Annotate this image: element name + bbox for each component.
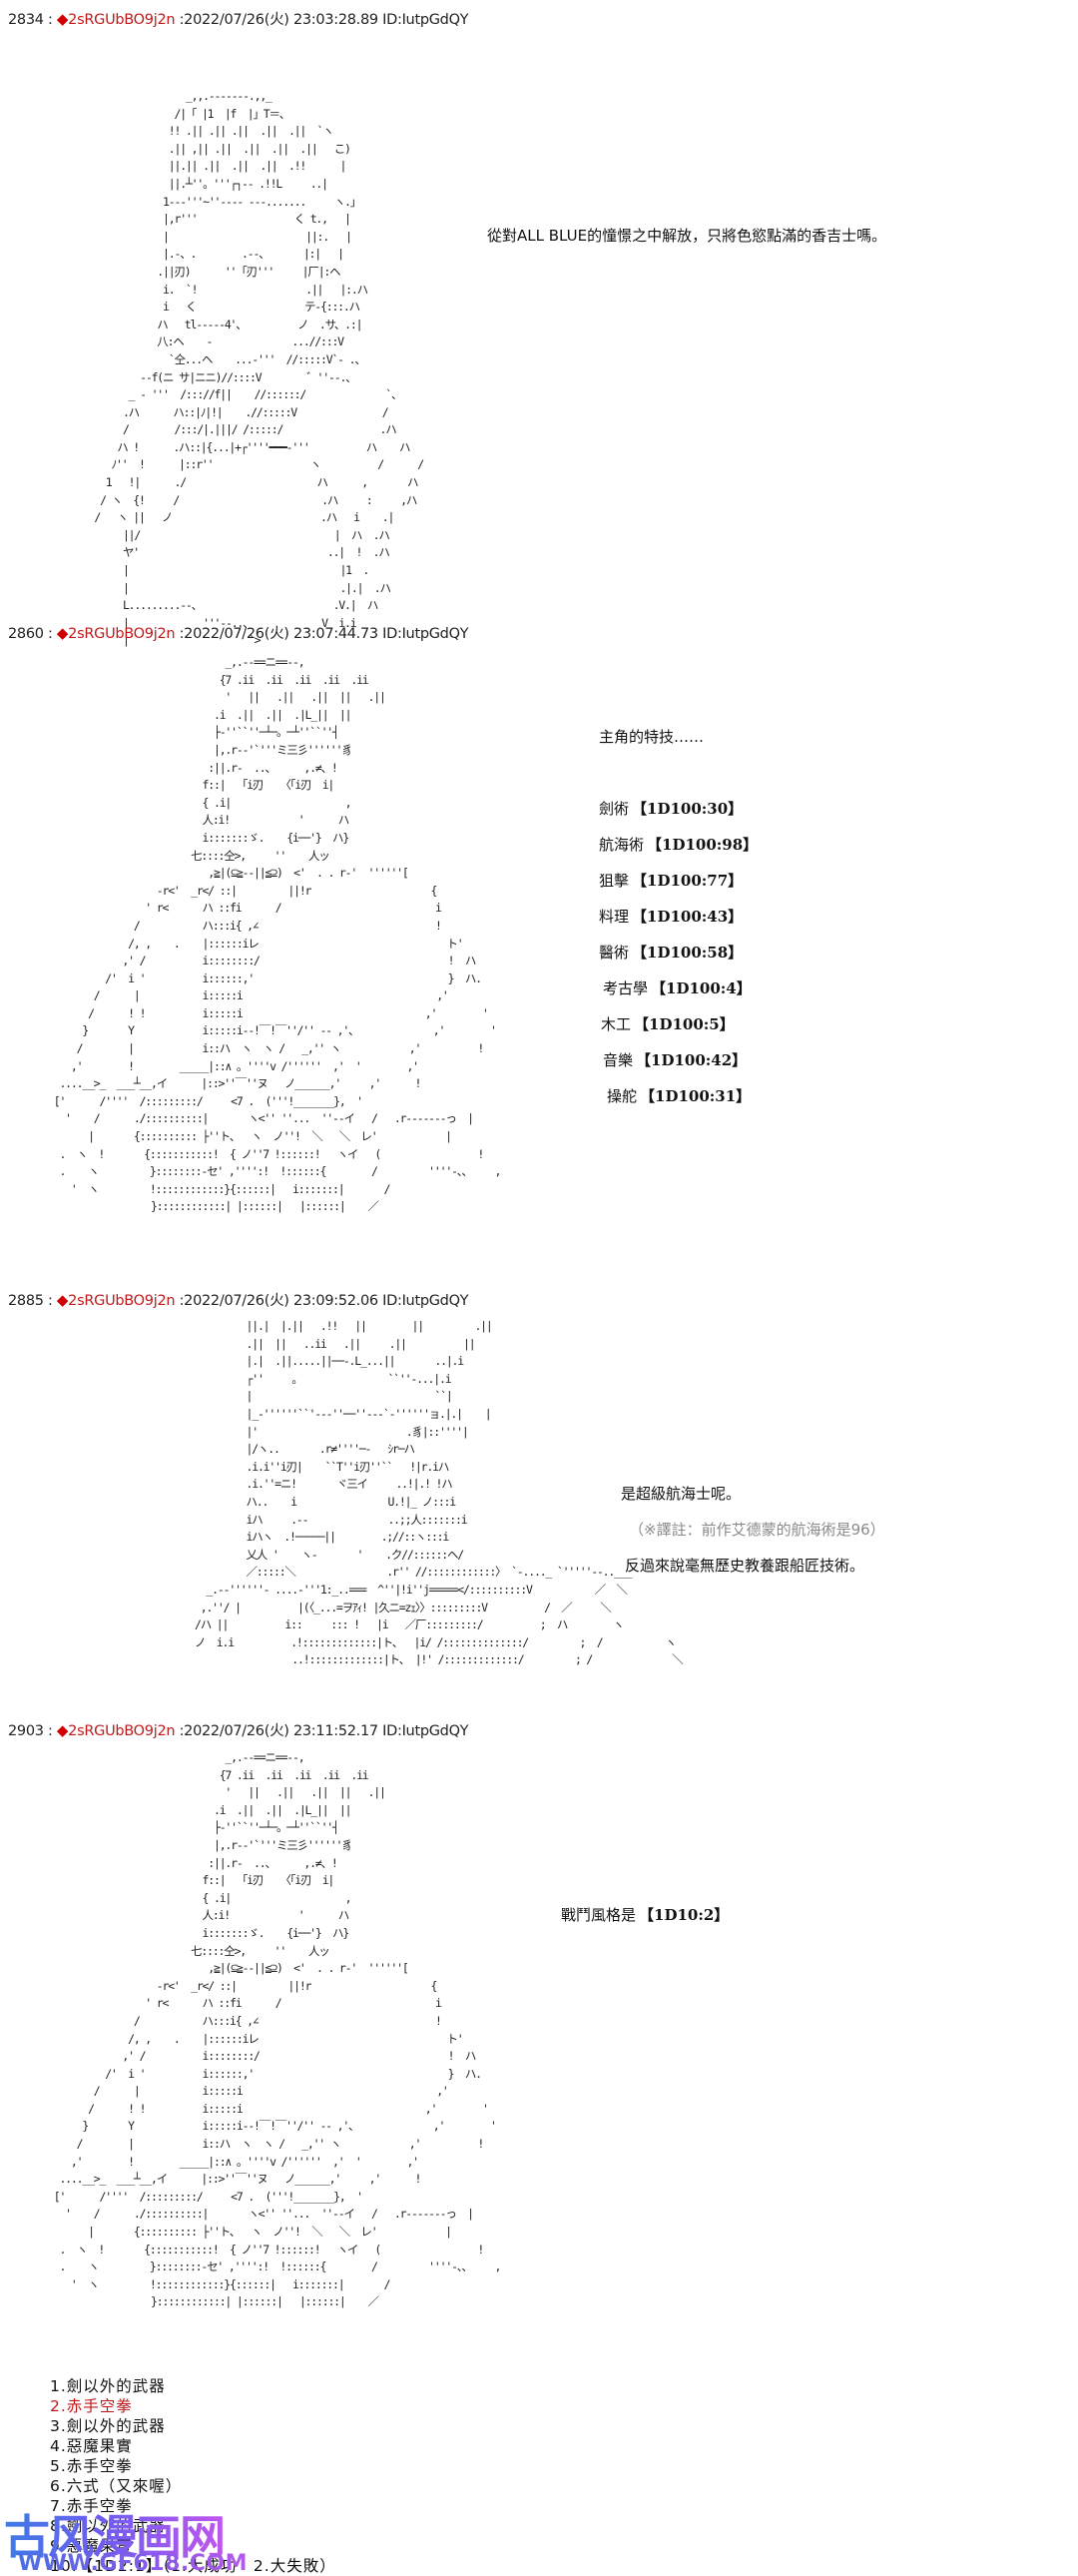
ascii-art-character: ||.| |.|| .!! || || .|| .|| || ..ii .|| … [195,1319,684,1667]
post-header: 2903 : ◆2sRGUbBO9j2n :2022/07/26(火) 23:1… [8,1719,469,1740]
skill-row: 航海術【1D100:98】 [599,827,758,863]
trip-diamond-icon: ◆ [56,10,69,28]
list-item: 4.惡魔果實 [50,2437,133,2455]
separator: : [43,1723,57,1739]
dice-roll: 【1D100:4】 [651,979,752,997]
dice-roll: 【1D100:58】 [632,944,744,962]
dialog-text: 戰鬥風格是【1D10:2】 [561,1897,729,1933]
skill-name: 音樂 [603,1051,634,1069]
trip-diamond-icon: ◆ [56,624,69,642]
dice-roll: 【1D100:5】 [634,1015,735,1033]
skill-row: 料理【1D100:43】 [599,899,758,935]
separator: : [43,12,57,28]
post-datetime-id: :2022/07/26(火) 23:11:52.17 ID:IutpGdQY [175,1723,469,1739]
skill-name: 醫術 [599,944,630,962]
post-header: 2885 : ◆2sRGUbBO9j2n :2022/07/26(火) 23:0… [8,1289,469,1310]
post-number[interactable]: 2834 [8,12,44,28]
post-number[interactable]: 2903 [8,1723,44,1739]
ascii-art-sanji: _,,.-‐‐‐‐‐-.,,_ /|「 |1 |f |」T＝、 !! .|| .… [94,89,424,648]
dialog-line: 戰鬥風格是 [561,1906,637,1924]
dice-roll: 【1D100:43】 [632,908,744,926]
skill-name: 考古學 [603,979,649,997]
skill-row: 木工【1D100:5】 [599,1006,758,1042]
skill-row: 狙擊【1D100:77】 [599,863,758,899]
dialog-text: 從對ALL BLUE的憧憬之中解放，只將色慾點滿的香吉士嗎。 [487,218,886,254]
ascii-art-character: _,.‐-==ニ==-‐, {7 .ii .ii .ii .ii .ii ' |… [53,1750,502,2309]
skill-name: 操舵 [607,1087,638,1105]
trip-diamond-icon: ◆ [56,1291,69,1309]
skill-row: 考古學【1D100:4】 [599,970,758,1006]
list-item-selected: 2.赤手空拳 [50,2397,133,2415]
list-item: 5.赤手空拳 [50,2457,133,2475]
dialog-text: 是超級航海士呢。 （※譯註：前作艾德蒙的航海術是96） 反過來說毫無歷史教養跟船… [621,1476,885,1584]
post-datetime-id: :2022/07/26(火) 23:03:28.89 ID:IutpGdQY [175,12,469,28]
dice-roll: 【1D100:31】 [640,1087,752,1105]
skill-name: 劍術 [599,800,630,818]
dialog-line: 是超級航海士呢。 [621,1485,742,1503]
tripcode: 2sRGUbBO9j2n [68,12,176,28]
dialog-line: 從對ALL BLUE的憧憬之中解放，只將色慾點滿的香吉士嗎。 [487,227,887,245]
skills-panel: 主角的特技…… 劍術【1D100:30】 航海術【1D100:98】 狙擊【1D… [599,719,758,1114]
dialog-line: 反過來說毫無歷史教養跟船匠技術。 [625,1557,865,1575]
tripcode: 2sRGUbBO9j2n [68,626,176,642]
separator: : [43,626,57,642]
list-item: 3.劍以外的武器 [50,2417,166,2435]
dice-roll: 【1D100:98】 [647,836,759,854]
skill-row: 劍術【1D100:30】 [599,791,758,827]
list-item: 6.六式（又來喔） [50,2477,183,2495]
separator: : [43,1293,57,1309]
post-header: 2834 : ◆2sRGUbBO9j2n :2022/07/26(火) 23:0… [8,8,469,29]
list-item: 1.劍以外的武器 [50,2377,166,2395]
dice-roll: 【1D100:42】 [636,1051,748,1069]
skill-name: 木工 [601,1015,632,1033]
dice-roll: 【1D100:77】 [632,872,744,890]
list-item: 7.赤手空拳 [50,2497,133,2515]
skill-row: 操舵【1D100:31】 [599,1078,758,1114]
translator-note: （※譯註：前作艾德蒙的航海術是96） [629,1521,885,1539]
list-item: 9.惡魔果實 [50,2537,133,2555]
trip-diamond-icon: ◆ [56,1721,69,1739]
list-item: 8.劍以外的武器 [50,2517,166,2535]
skill-name: 航海術 [599,836,645,854]
fighting-style-list: 1.劍以外的武器 2.赤手空拳 3.劍以外的武器 4.惡魔果實 5.赤手空拳 6… [50,2376,336,2576]
dice-roll: 【1D100:30】 [632,800,744,818]
post-header: 2860 : ◆2sRGUbBO9j2n :2022/07/26(火) 23:0… [8,622,469,643]
tripcode: 2sRGUbBO9j2n [68,1293,176,1309]
post-datetime-id: :2022/07/26(火) 23:09:52.06 ID:IutpGdQY [175,1293,469,1309]
ascii-art-character: _,.‐-==ニ==-‐, {7 .ii .ii .ii .ii .ii ' |… [53,655,502,1214]
post-number[interactable]: 2885 [8,1293,44,1309]
skill-name: 料理 [599,908,630,926]
skills-intro: 主角的特技…… [599,728,705,746]
skill-name: 狙擊 [599,872,630,890]
dice-roll: 【1D10:2】 [639,1906,730,1924]
skill-row: 醫術【1D100:58】 [599,935,758,970]
post-datetime-id: :2022/07/26(火) 23:07:44.73 ID:IutpGdQY [175,626,469,642]
post-number[interactable]: 2860 [8,626,44,642]
list-item: 10.【1D2:1】（1.大成功 2.大失敗） [50,2557,336,2575]
tripcode: 2sRGUbBO9j2n [68,1723,176,1739]
skill-row: 音樂【1D100:42】 [599,1042,758,1078]
